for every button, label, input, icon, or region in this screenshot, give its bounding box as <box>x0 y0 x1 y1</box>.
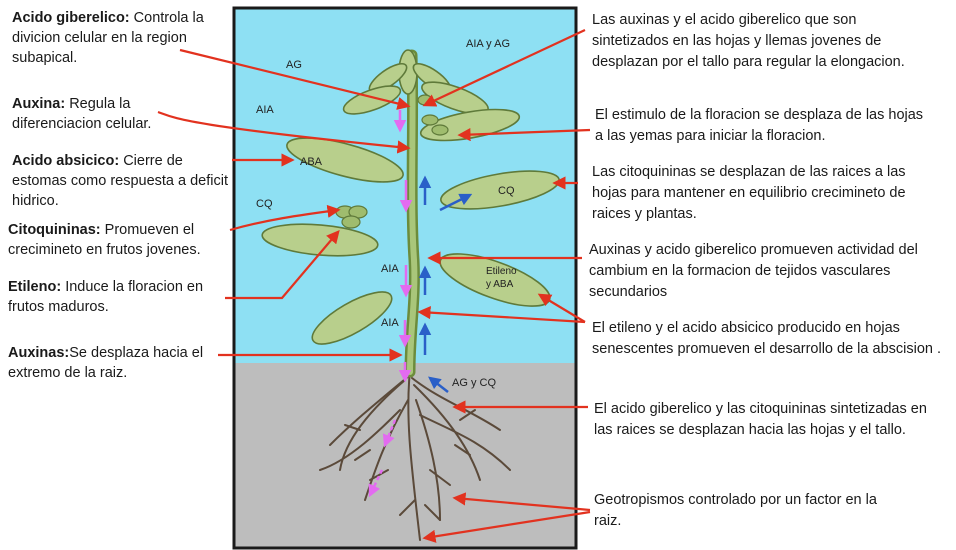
tag-aia-mid: AIA <box>381 263 399 275</box>
tag-aia-low: AIA <box>381 317 399 329</box>
tag-aba: ABA <box>300 156 323 168</box>
fruit <box>342 216 360 228</box>
stem-highlight <box>410 55 414 372</box>
bud <box>432 125 448 135</box>
tag-cq-left: CQ <box>256 198 273 210</box>
tag-aia-left: AIA <box>256 104 274 116</box>
tag-ag-top: AG <box>286 59 302 71</box>
tag-ag-cq: AG y CQ <box>452 377 496 389</box>
tag-cq-right: CQ <box>498 185 515 197</box>
soil-area <box>234 363 576 548</box>
bud <box>422 115 438 125</box>
tag-aia-ag: AIA y AG <box>466 38 510 50</box>
